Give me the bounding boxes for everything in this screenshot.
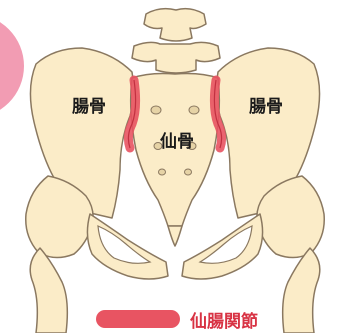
legend: 仙腸関節 <box>96 307 258 331</box>
right-femur <box>283 248 320 333</box>
lumbar-vertebra-second <box>132 42 220 73</box>
corner-badge <box>0 14 24 118</box>
label-left-ilium: 腸骨 <box>72 92 106 117</box>
lumbar-vertebra-top <box>144 9 206 41</box>
label-sacrum: 仙骨 <box>160 127 194 152</box>
sacral-foramen <box>159 169 166 175</box>
left-femur <box>30 248 67 333</box>
coccyx <box>168 226 182 246</box>
label-right-ilium: 腸骨 <box>249 92 283 117</box>
sacral-foramen <box>185 169 192 175</box>
legend-label: 仙腸関節 <box>190 307 258 332</box>
sacral-foramen <box>151 106 161 114</box>
sacral-foramen <box>189 106 199 114</box>
legend-swatch <box>96 310 180 328</box>
